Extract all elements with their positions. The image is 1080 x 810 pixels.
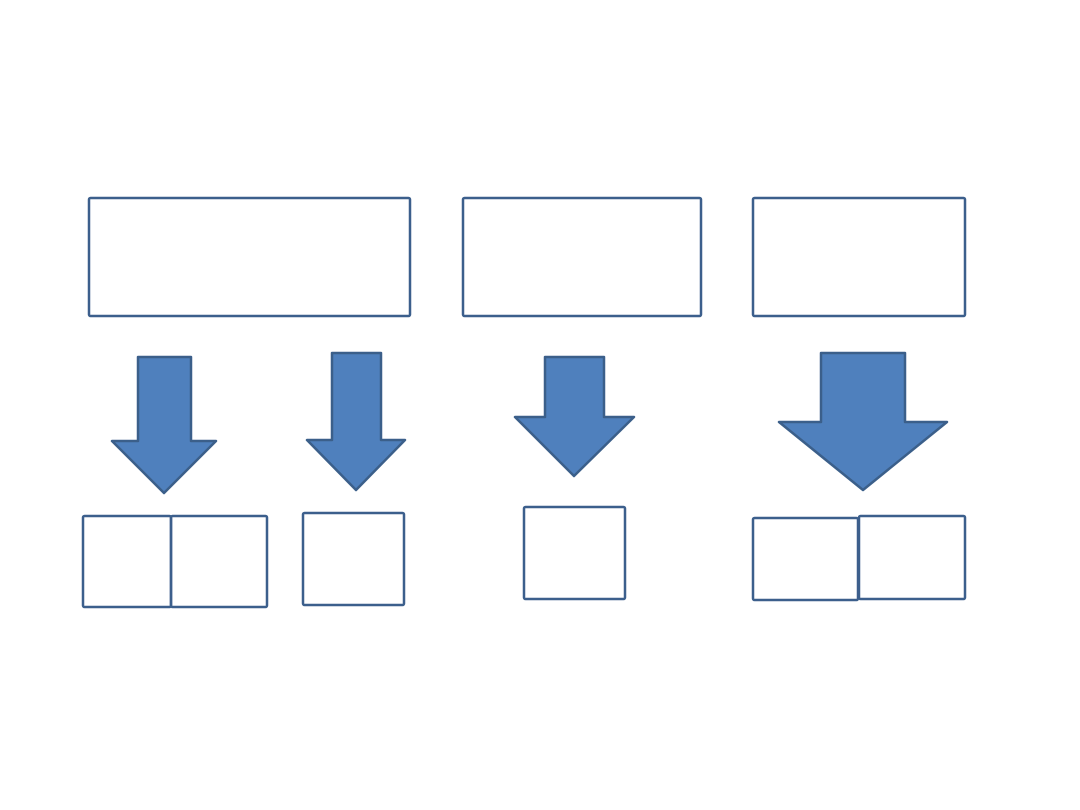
bottom-box-4a	[751, 516, 860, 602]
down-arrow-1	[110, 355, 218, 495]
bottom-box-2	[301, 511, 406, 607]
down-arrow-4	[777, 351, 949, 492]
bottom-box-1b	[169, 514, 269, 609]
bottom-box-1a	[81, 514, 173, 609]
bottom-box-3	[522, 505, 627, 601]
bottom-box-4b	[857, 514, 967, 601]
top-box-2	[461, 196, 703, 318]
top-box-1	[87, 196, 412, 318]
down-arrow-3	[513, 355, 636, 478]
top-box-3	[751, 196, 967, 318]
down-arrow-2	[305, 351, 407, 492]
